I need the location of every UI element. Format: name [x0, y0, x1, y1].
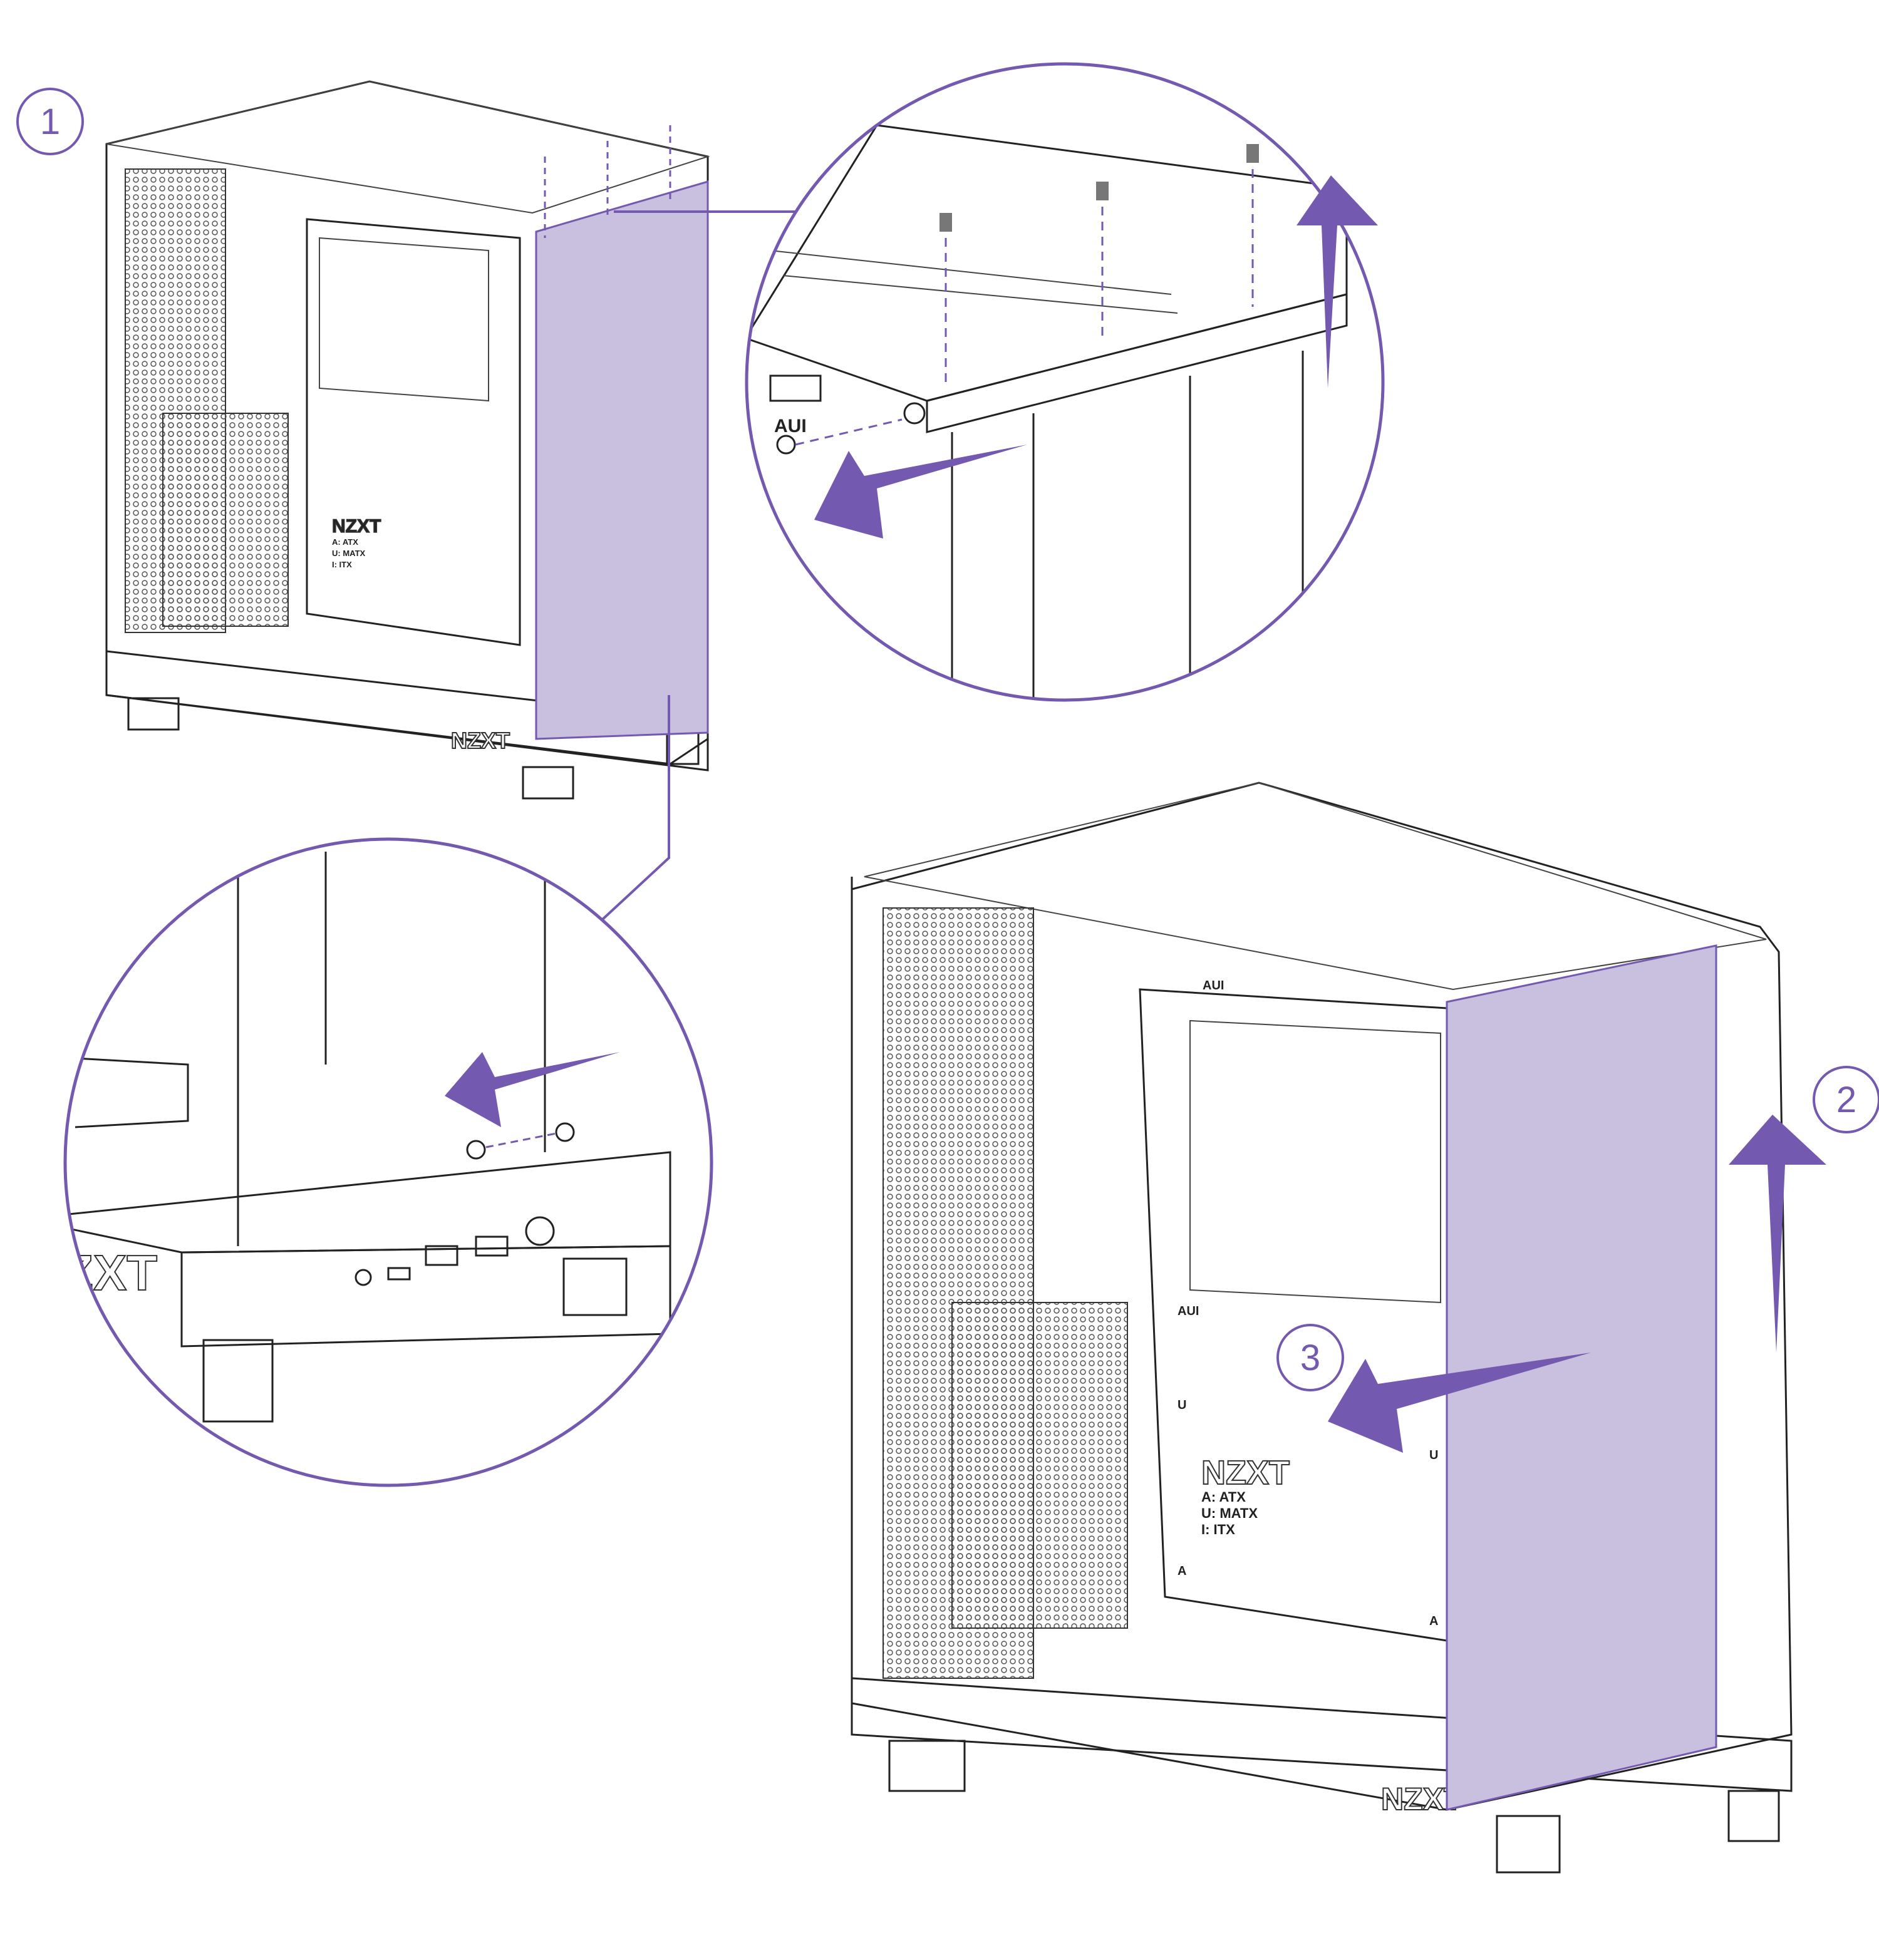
step-3-marker: 3 — [1276, 1324, 1344, 1391]
small-case-board-logo: NZXT — [332, 516, 381, 537]
detail-bottom-screw: ZXT — [63, 837, 713, 1487]
large-case-legend-atx: A: ATX — [1201, 1489, 1246, 1505]
large-case: NZXT A: ATX U: MATX I: ITX AUI AUI U U A… — [851, 781, 1826, 1874]
large-case-label-aui-2: AUI — [1203, 979, 1224, 993]
arrow-up-icon — [1297, 175, 1378, 388]
small-case-legend-matx: U: MATX — [332, 549, 366, 558]
large-case-label-u-2: U — [1429, 1448, 1438, 1462]
arrow-up-icon — [1729, 1115, 1826, 1353]
small-case-legend-itx: I: ITX — [332, 560, 352, 569]
detail-top-label-aui: AUI — [774, 416, 807, 436]
large-case-board-logo: NZXT — [1201, 1454, 1290, 1492]
small-case-legend-atx: A: ATX — [332, 537, 358, 547]
arrow-out-icon — [445, 1052, 620, 1127]
step-1-number: 1 — [40, 101, 60, 142]
step-3-number: 3 — [1300, 1338, 1320, 1378]
detail-top-screws: AUI — [745, 62, 1385, 702]
large-case-label-aui: AUI — [1178, 1304, 1199, 1318]
large-case-legend-matx: U: MATX — [1201, 1505, 1258, 1521]
large-case-label-a-2: A — [1429, 1614, 1438, 1628]
arrow-out-icon — [1328, 1353, 1591, 1453]
small-case: NZXT NZXT A: ATX U: MATX I: ITX — [105, 80, 710, 800]
large-case-label-a: A — [1178, 1564, 1186, 1578]
detail-top-frame — [745, 62, 1385, 702]
step-1-marker: 1 — [16, 88, 84, 155]
large-case-legend-itx: I: ITX — [1201, 1522, 1235, 1537]
step-2-marker: 2 — [1813, 1066, 1879, 1133]
detail-bottom-frame — [63, 837, 713, 1487]
large-case-label-u: U — [1178, 1398, 1186, 1412]
step-2-number: 2 — [1836, 1080, 1856, 1120]
arrow-out-icon — [814, 445, 1027, 539]
small-case-nzxt-logo: NZXT — [451, 728, 510, 753]
callout-line-bottom — [600, 695, 670, 922]
small-case-side-panel — [535, 180, 709, 740]
large-case-side-panel — [1446, 944, 1717, 1811]
